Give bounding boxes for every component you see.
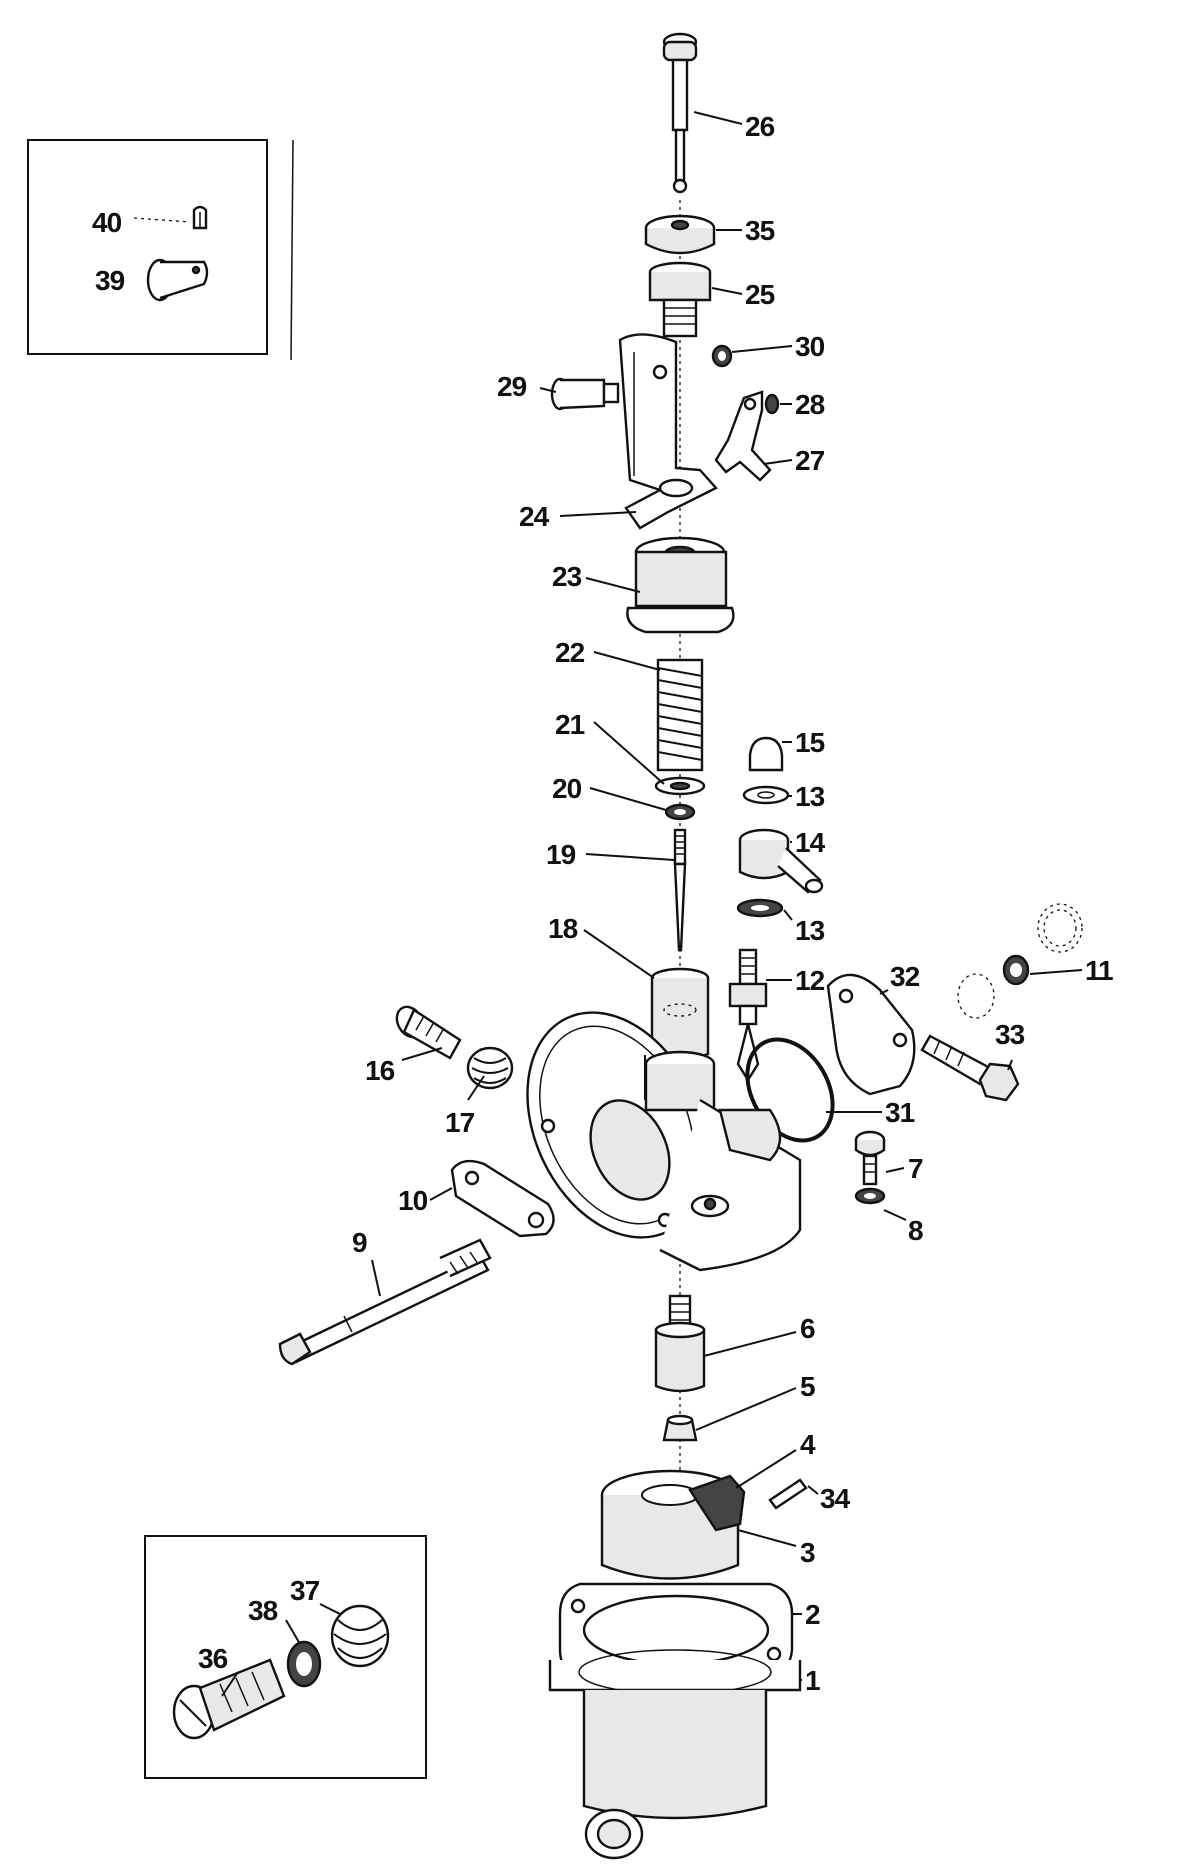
part-16-adjuster-screw (395, 1005, 462, 1060)
part-14-banjo (738, 828, 824, 894)
part-27-lever (714, 390, 772, 482)
part-5-main-jet (662, 1414, 698, 1442)
part-28-clip (764, 393, 780, 415)
part-10-plate (450, 1159, 555, 1238)
part-29-pin (550, 377, 620, 411)
label-37: 37 (290, 1575, 320, 1606)
inset-top-left (27, 139, 268, 355)
label-22: 22 (555, 637, 585, 668)
label-15: 15 (795, 727, 825, 758)
part-34-float-pin (768, 1478, 808, 1510)
label-30: 30 (795, 331, 825, 362)
part-37-spring (330, 1604, 390, 1668)
label-9: 9 (352, 1227, 367, 1258)
part-labels: 26 35 25 30 28 27 29 24 23 22 21 20 19 1… (92, 111, 1114, 1696)
part-2-gasket (558, 1582, 794, 1678)
label-24: 24 (519, 501, 550, 532)
label-36: 36 (198, 1643, 228, 1674)
label-1: 1 (805, 1665, 820, 1696)
part-13-washer-lower (736, 898, 784, 918)
part-19-needle (673, 828, 687, 952)
part-6-needle-jet (654, 1294, 706, 1393)
leader-lines (133, 111, 1083, 1697)
part-23-cap (626, 536, 735, 634)
label-6: 6 (800, 1313, 815, 1344)
label-19: 19 (546, 839, 576, 870)
part-13-washer-upper (742, 785, 790, 805)
part-26-plunger-rod (662, 32, 698, 194)
part-21-retainer (654, 776, 706, 796)
part-1-float-bowl (548, 1649, 802, 1860)
part-9-throttle-shaft (278, 1238, 492, 1366)
scan-mark (290, 139, 294, 361)
part-8-washer (854, 1187, 886, 1205)
part-11-gasket (957, 903, 1083, 1019)
part-20-clip (664, 803, 696, 821)
part-7-screw (854, 1130, 886, 1186)
label-11: 11 (1085, 955, 1113, 986)
part-25-top-nut (648, 261, 712, 338)
part-32-cover (826, 973, 916, 1096)
label-13-upper: 13 (795, 781, 825, 812)
label-13-lower: 13 (795, 915, 825, 946)
label-29: 29 (497, 371, 527, 402)
label-16: 16 (365, 1055, 395, 1086)
label-12: 12 (795, 965, 825, 996)
part-38-washer (286, 1640, 322, 1688)
carburetor-body (526, 1011, 802, 1272)
label-14: 14 (795, 827, 826, 858)
part-36-idle-screw (172, 1658, 286, 1740)
part-4-float-arm (688, 1474, 746, 1532)
part-39-clevis-pin (146, 258, 209, 302)
label-18: 18 (548, 913, 578, 944)
label-38: 38 (248, 1595, 278, 1626)
label-20: 20 (552, 773, 582, 804)
label-4: 4 (800, 1429, 816, 1460)
label-32: 32 (890, 961, 920, 992)
label-27: 27 (795, 445, 825, 476)
part-40-cotter-pin (192, 205, 208, 230)
label-33: 33 (995, 1019, 1025, 1050)
part-30-washer (711, 344, 733, 368)
label-31: 31 (885, 1097, 915, 1128)
label-35: 35 (745, 215, 775, 246)
label-7: 7 (908, 1153, 923, 1184)
part-24-bracket (618, 333, 718, 530)
part-3-float (600, 1469, 740, 1580)
part-22-spring (656, 658, 704, 772)
label-25: 25 (745, 279, 775, 310)
label-26: 26 (745, 111, 775, 142)
part-17-spring (466, 1046, 514, 1090)
label-17: 17 (445, 1107, 475, 1138)
label-23: 23 (552, 561, 582, 592)
label-28: 28 (795, 389, 825, 420)
part-15-acorn-nut (748, 736, 784, 772)
label-39: 39 (95, 265, 125, 296)
label-2: 2 (805, 1599, 820, 1630)
label-10: 10 (398, 1185, 428, 1216)
label-5: 5 (800, 1371, 815, 1402)
label-34: 34 (820, 1483, 851, 1514)
part-35-cap (644, 214, 716, 255)
label-3: 3 (800, 1537, 815, 1568)
label-40: 40 (92, 207, 122, 238)
label-8: 8 (908, 1215, 923, 1246)
label-21: 21 (555, 709, 585, 740)
